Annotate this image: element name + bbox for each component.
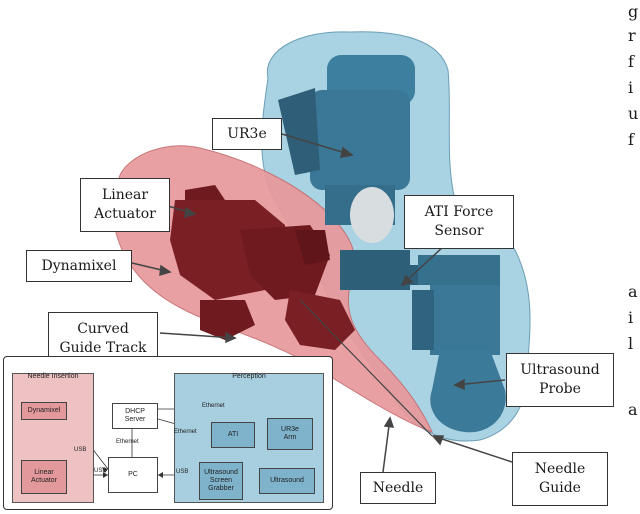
needle-label: Needle xyxy=(360,472,436,504)
usb-edge-label: USB xyxy=(74,447,87,453)
needle-guide-label: Needle Guide xyxy=(512,452,608,506)
ur3e-label: UR3e xyxy=(212,118,282,150)
edge-letter: i xyxy=(628,78,634,97)
edge-letter: l xyxy=(628,334,634,353)
edge-letter: r xyxy=(628,26,636,45)
dhcp-server-node: DHCP Server xyxy=(112,403,158,429)
perception-title: Perception xyxy=(232,373,266,380)
edge-letter: f xyxy=(628,52,634,71)
grabber-node: Ultrasound Screen Grabber xyxy=(199,462,243,500)
ur3e-arm-node: UR3e Arm xyxy=(267,418,313,450)
ultrasound-node: Ultrasound xyxy=(259,468,315,494)
perception-group: Perception ATI UR3e Arm Ultrasound Scree… xyxy=(174,373,324,503)
edge-letter: i xyxy=(628,308,634,327)
ati-force-sensor-label: ATI Force Sensor xyxy=(404,195,514,249)
pc-node: PC xyxy=(108,457,158,493)
ethernet-edge-label: Ethernet xyxy=(202,403,225,409)
needle-insertion-group: Needle Insertion Dynamixel Linear Actuat… xyxy=(12,373,94,503)
needle-line xyxy=(299,299,433,437)
gripper-assembly xyxy=(170,185,355,350)
edge-letter: f xyxy=(628,130,634,149)
dynamixel-node: Dynamixel xyxy=(21,402,67,420)
system-block-diagram: Needle Insertion Dynamixel Linear Actuat… xyxy=(3,356,333,510)
ethernet-edge-label: Ethernet xyxy=(116,439,139,445)
edge-letter: a xyxy=(628,282,638,301)
linear-actuator-label: Linear Actuator xyxy=(80,178,170,232)
edge-letter: u xyxy=(628,104,639,123)
linear-actuator-node: Linear Actuator xyxy=(21,460,67,494)
edge-letter: a xyxy=(628,400,638,419)
usb-edge-label: USB xyxy=(94,468,107,474)
usb-edge-label: USB xyxy=(176,469,189,475)
edge-letter: g xyxy=(628,2,639,21)
dynamixel-label: Dynamixel xyxy=(26,250,132,282)
ur3e-robot-shape xyxy=(278,55,506,433)
annotation-arrows xyxy=(131,133,513,473)
ethernet-edge-label: Ethernet xyxy=(174,429,197,435)
ultrasound-probe-label: Ultrasound Probe xyxy=(506,353,614,407)
ati-node: ATI xyxy=(211,422,255,448)
needle-insertion-title: Needle Insertion xyxy=(27,373,79,380)
